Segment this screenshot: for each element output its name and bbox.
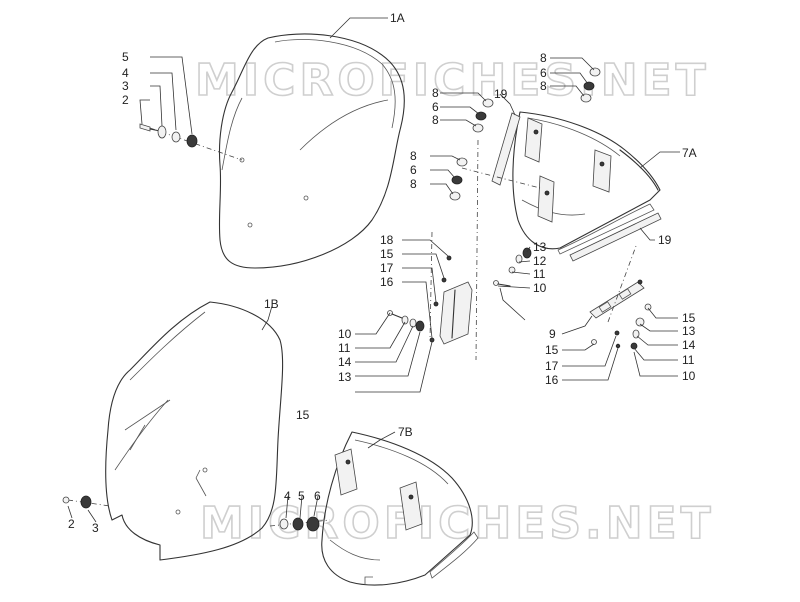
callout-13-r: 13 bbox=[533, 240, 547, 254]
callout-16-mid: 16 bbox=[380, 275, 394, 289]
watermark-bottom: MICROFICHES.NET bbox=[200, 498, 715, 549]
callout-7b: 7B bbox=[398, 425, 413, 439]
bracket-7a bbox=[491, 111, 662, 262]
callout-6-b: 6 bbox=[410, 163, 417, 177]
callout-1a: 1A bbox=[390, 11, 405, 25]
hardware-cluster-right bbox=[493, 245, 652, 350]
mount-plate-18 bbox=[439, 281, 473, 345]
callout-9: 9 bbox=[549, 327, 556, 341]
callout-3-upper: 3 bbox=[122, 79, 129, 93]
screw-2-upper bbox=[139, 123, 151, 132]
strip-19-upper bbox=[491, 112, 521, 186]
callout-labels: 1A 1B 7A 7B 5 4 3 2 8 6 8 8 6 8 19 8 6 8… bbox=[68, 11, 697, 535]
callout-8-tr1: 8 bbox=[540, 51, 547, 65]
watermark-top: MICROFICHES.NET bbox=[195, 55, 710, 106]
slot-plate-7b-2 bbox=[399, 481, 423, 531]
callout-15-mid: 15 bbox=[380, 247, 394, 261]
callout-15-r: 15 bbox=[545, 343, 559, 357]
washer-4-upper bbox=[171, 131, 181, 143]
callout-6-lower: 6 bbox=[314, 489, 321, 503]
callout-2-upper: 2 bbox=[122, 93, 129, 107]
callout-16-r: 16 bbox=[545, 373, 559, 387]
callout-4-upper: 4 bbox=[122, 66, 129, 80]
hardware-group-lower-left bbox=[62, 495, 111, 509]
nut-6-lower bbox=[306, 516, 320, 532]
callout-3-lower: 3 bbox=[92, 521, 99, 535]
callout-18: 18 bbox=[380, 233, 394, 247]
hardware-group-upper-left bbox=[139, 123, 243, 161]
callout-8-tr2: 8 bbox=[540, 79, 547, 93]
callout-8-a1: 8 bbox=[432, 86, 439, 100]
bracket-7b bbox=[321, 431, 479, 586]
callout-15-free: 15 bbox=[296, 408, 310, 422]
callout-10-r: 10 bbox=[533, 281, 547, 295]
screw-2-lower bbox=[62, 496, 70, 504]
hardware-cluster-middle bbox=[387, 255, 473, 345]
slot-plate-1 bbox=[524, 117, 543, 163]
nut-5-upper bbox=[186, 134, 198, 148]
slot-plate-3 bbox=[537, 175, 555, 223]
washer-3-upper bbox=[157, 125, 167, 139]
callout-5-upper: 5 bbox=[122, 50, 129, 64]
callout-17-r: 17 bbox=[545, 359, 559, 373]
callout-2-lower: 2 bbox=[68, 517, 75, 531]
callout-8-b2: 8 bbox=[410, 177, 417, 191]
callout-13-far: 13 bbox=[682, 324, 696, 338]
slot-plate-2 bbox=[592, 149, 612, 193]
washer-3-lower bbox=[80, 495, 92, 509]
callout-14-far: 14 bbox=[682, 338, 696, 352]
callout-11-mid: 11 bbox=[338, 341, 351, 355]
callout-17-mid: 17 bbox=[380, 261, 394, 275]
callout-12-r: 12 bbox=[533, 254, 547, 268]
callout-14-mid: 14 bbox=[338, 355, 352, 369]
callout-1b: 1B bbox=[264, 297, 279, 311]
callout-11-far: 11 bbox=[682, 353, 695, 367]
callout-10-far: 10 bbox=[682, 369, 696, 383]
callout-4-lower: 4 bbox=[284, 489, 291, 503]
callout-10-mid: 10 bbox=[338, 327, 352, 341]
callout-8-a2: 8 bbox=[432, 113, 439, 127]
callout-6-tr: 6 bbox=[540, 66, 547, 80]
leader-lines bbox=[67, 17, 680, 523]
washer-4-lower bbox=[279, 518, 289, 530]
callout-13-mid: 13 bbox=[338, 370, 352, 384]
callout-5-lower: 5 bbox=[298, 489, 305, 503]
callout-6-a: 6 bbox=[432, 100, 439, 114]
slot-plate-7b-1 bbox=[334, 448, 358, 496]
washer-5-lower bbox=[292, 517, 304, 531]
windshield-1b bbox=[105, 301, 284, 561]
callout-19-upper: 19 bbox=[494, 87, 508, 101]
callout-19-lower: 19 bbox=[658, 233, 672, 247]
callout-8-b1: 8 bbox=[410, 149, 417, 163]
strip-19-lower bbox=[569, 212, 662, 262]
windshield-1a bbox=[218, 33, 405, 269]
hardware-group-lower-middle bbox=[269, 516, 331, 532]
mount-plate-9 bbox=[589, 281, 645, 319]
callout-11-r: 11 bbox=[533, 267, 546, 281]
callout-7a: 7A bbox=[682, 146, 697, 160]
callout-15-far: 15 bbox=[682, 311, 696, 325]
